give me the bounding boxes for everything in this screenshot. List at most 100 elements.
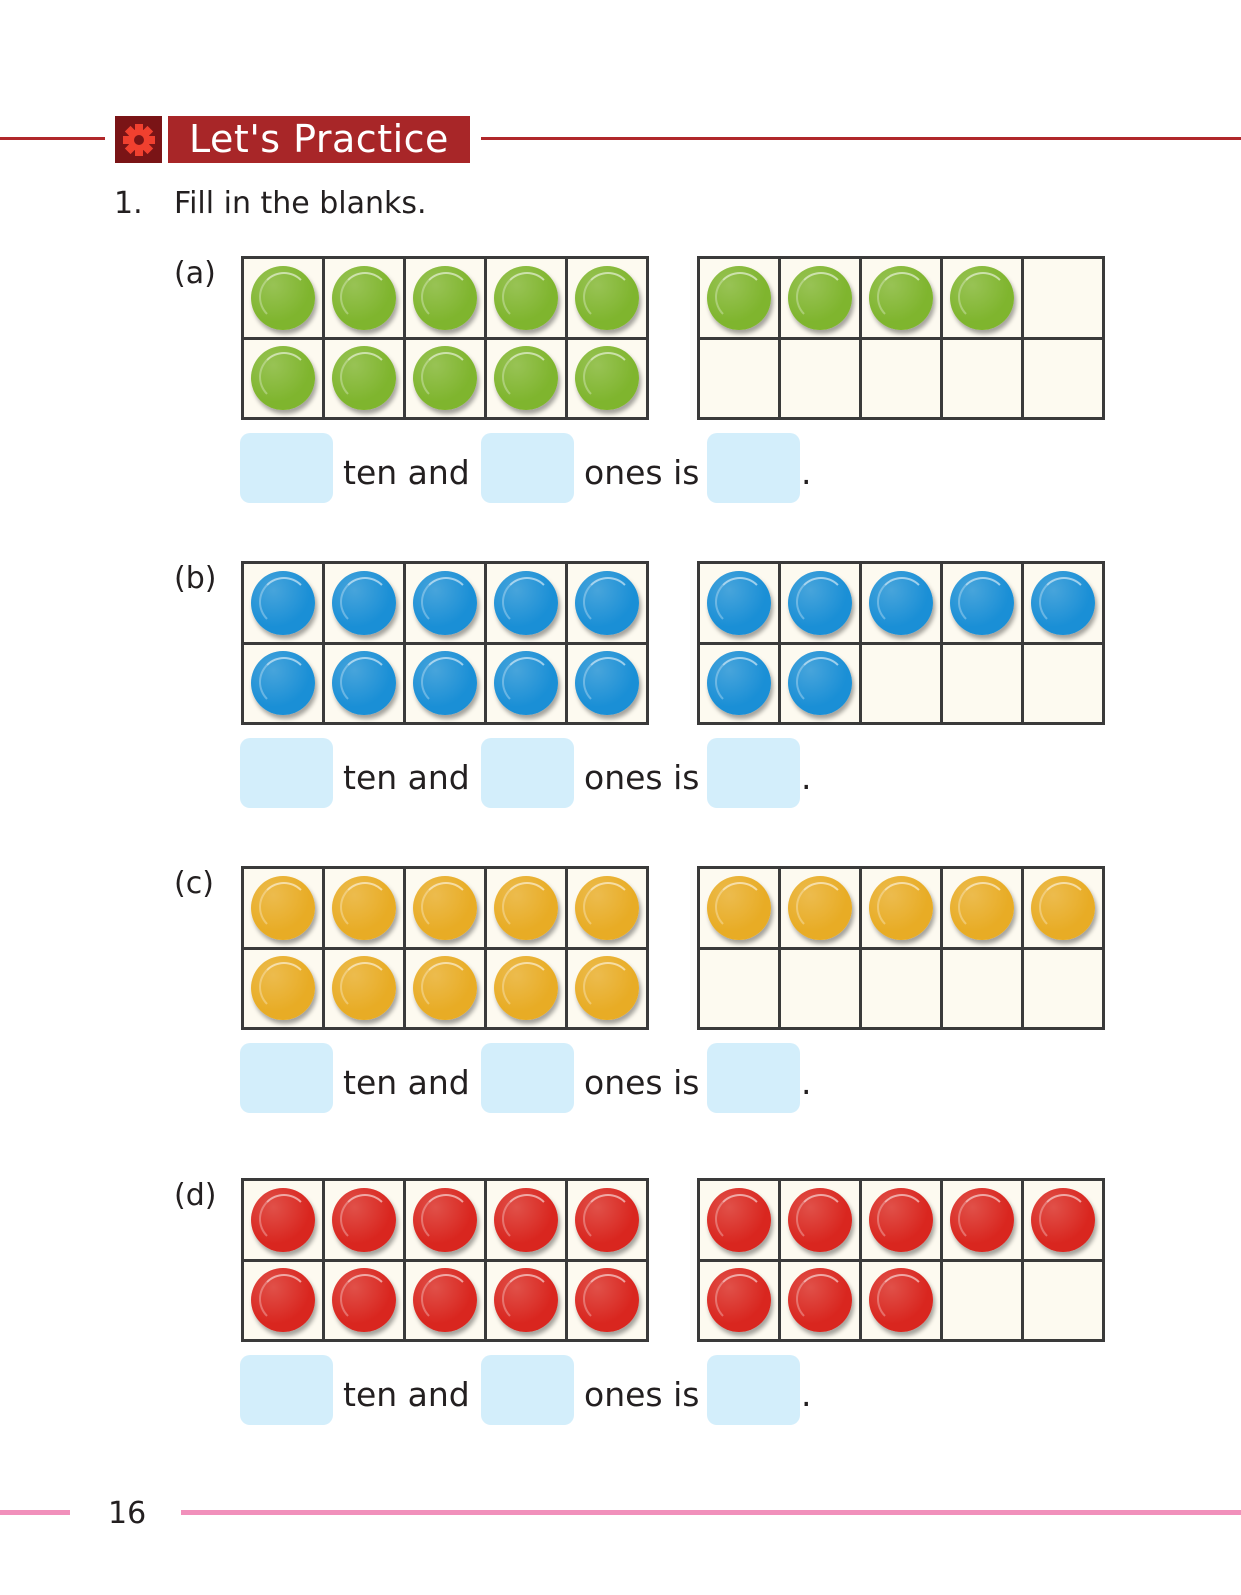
counter-icon <box>251 1268 315 1333</box>
ones-is-text: ones is <box>584 453 700 492</box>
counter-icon <box>788 651 852 716</box>
counter-icon <box>1031 570 1095 635</box>
ten-frame-cell <box>1024 869 1102 947</box>
total-answer-box[interactable] <box>707 1355 800 1425</box>
counter-icon <box>707 1268 771 1333</box>
counter-icon <box>251 875 315 940</box>
counter-icon <box>251 956 315 1021</box>
ten-frame-cell <box>244 564 322 642</box>
ones-answer-box[interactable] <box>481 433 574 503</box>
ten-frame-cell <box>568 949 646 1027</box>
answer-row: ten and ones is . <box>0 738 1241 808</box>
ten-frame-cell <box>1024 259 1102 337</box>
ten-frame-cell <box>781 644 859 722</box>
total-answer-box[interactable] <box>707 738 800 808</box>
ten-frame-cell <box>487 644 565 722</box>
total-answer-box[interactable] <box>707 1043 800 1113</box>
ten-frame-cell <box>406 564 484 642</box>
tens-answer-box[interactable] <box>240 1043 333 1113</box>
ten-frame-cell <box>325 1261 403 1339</box>
ten-frame-cell <box>1024 949 1102 1027</box>
ten-frame-cell <box>487 949 565 1027</box>
answer-row: ten and ones is . <box>0 433 1241 503</box>
ten-frame-cell <box>406 259 484 337</box>
tens-answer-box[interactable] <box>240 738 333 808</box>
tens-answer-box[interactable] <box>240 1355 333 1425</box>
counter-icon <box>707 651 771 716</box>
ten-frame-right <box>697 1178 1105 1342</box>
ten-frame-cell <box>568 339 646 417</box>
ten-frame-cell <box>406 339 484 417</box>
counter-icon <box>788 1268 852 1333</box>
question-number: 1. <box>114 186 143 221</box>
ten-frame-cell <box>700 949 778 1027</box>
ten-frame-cell <box>244 869 322 947</box>
ten-frame-cell <box>781 564 859 642</box>
counter-icon <box>707 265 771 330</box>
counter-icon <box>251 651 315 716</box>
counter-icon <box>494 1268 558 1333</box>
ten-frame-cell <box>325 869 403 947</box>
ones-is-text: ones is <box>584 1375 700 1414</box>
ten-frame-cell <box>325 339 403 417</box>
question-instruction: Fill in the blanks. <box>174 186 427 221</box>
ten-frame-cell <box>325 564 403 642</box>
tens-answer-box[interactable] <box>240 433 333 503</box>
exercise-b: (b) ten and ones is . <box>0 561 1241 821</box>
ten-frame-cell <box>862 1261 940 1339</box>
ten-frame-cell <box>700 564 778 642</box>
ones-answer-box[interactable] <box>481 1355 574 1425</box>
gear-icon <box>115 116 162 163</box>
ten-frame-cell <box>568 259 646 337</box>
ten-frame-cell <box>1024 1261 1102 1339</box>
counter-icon <box>413 651 477 716</box>
counter-icon <box>575 1187 639 1252</box>
ten-frame-cell <box>943 339 1021 417</box>
counter-icon <box>575 956 639 1021</box>
ones-answer-box[interactable] <box>481 1043 574 1113</box>
counter-icon <box>575 265 639 330</box>
counter-icon <box>788 570 852 635</box>
counter-icon <box>1031 1187 1095 1252</box>
ten-frame-left <box>241 561 649 725</box>
answer-row: ten and ones is . <box>0 1043 1241 1113</box>
ten-frame-cell <box>943 1261 1021 1339</box>
ten-frame-cell <box>862 259 940 337</box>
ten-frame-cell <box>325 949 403 1027</box>
ten-frame-cell <box>700 259 778 337</box>
ten-and-text: ten and <box>343 453 470 492</box>
total-answer-box[interactable] <box>707 433 800 503</box>
counter-icon <box>332 265 396 330</box>
counter-icon <box>950 265 1014 330</box>
counter-icon <box>950 570 1014 635</box>
ten-frame-cell <box>244 644 322 722</box>
ten-frame-cell <box>1024 1181 1102 1259</box>
ten-frame-cell <box>568 869 646 947</box>
counter-icon <box>494 1187 558 1252</box>
counter-icon <box>494 651 558 716</box>
ten-frame-cell <box>406 869 484 947</box>
ten-frame-cell <box>862 1181 940 1259</box>
ten-frame-cell <box>487 564 565 642</box>
counter-icon <box>494 956 558 1021</box>
counter-icon <box>494 570 558 635</box>
counter-icon <box>251 570 315 635</box>
period-text: . <box>801 1375 812 1414</box>
header-rule-right <box>481 137 1241 140</box>
ten-and-text: ten and <box>343 1063 470 1102</box>
ones-answer-box[interactable] <box>481 738 574 808</box>
ten-frame-cell <box>862 564 940 642</box>
counter-icon <box>332 651 396 716</box>
counter-icon <box>251 346 315 411</box>
ones-is-text: ones is <box>584 758 700 797</box>
ten-frame-cell <box>325 644 403 722</box>
ten-frame-cell <box>943 564 1021 642</box>
ten-frame-cell <box>781 869 859 947</box>
counter-icon <box>950 1187 1014 1252</box>
counter-icon <box>707 875 771 940</box>
counter-icon <box>707 1187 771 1252</box>
ten-frame-cell <box>244 949 322 1027</box>
footer-rule-left <box>0 1510 70 1515</box>
ten-and-text: ten and <box>343 1375 470 1414</box>
ten-frame-cell <box>862 949 940 1027</box>
